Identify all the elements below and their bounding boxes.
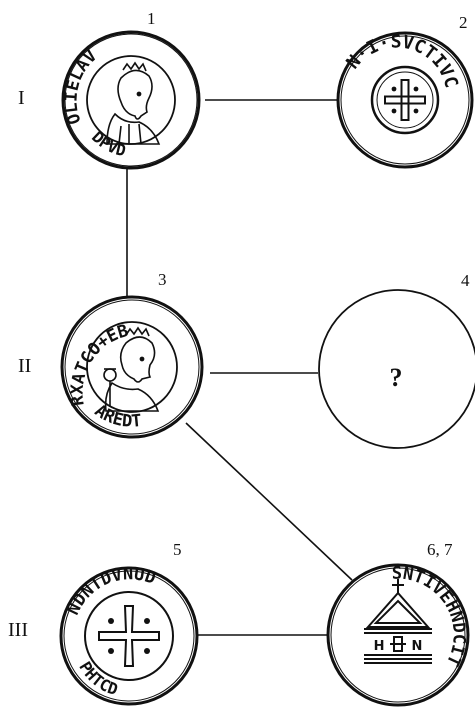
row-label-iii: III [8,620,28,640]
coin-4: ? [319,290,475,448]
coin-number-1: 1 [147,10,156,27]
unknown-mark: ? [390,363,403,392]
coin-2: N·I·SVCTIVC [338,31,472,167]
monogram-left: H [374,639,385,654]
coin-number-2: 2 [459,14,468,31]
connector-3-67 [186,423,352,580]
coin-number-4: 4 [461,272,470,289]
coin-number-6-7: 6, 7 [427,541,453,558]
coin-6-7: H N SNTIVEHNDCIT [328,564,469,705]
coin-3: RXATCO+EB AREDT [62,297,202,437]
coin-number-5: 5 [173,541,182,558]
row-label-i: I [18,88,25,108]
monogram-right: N [412,639,423,654]
coin-number-3: 3 [158,271,167,288]
row-label-ii: II [18,356,31,376]
coin-5: NDNTDVNUD PHTCD [61,564,197,704]
coin-1: OLIELAV DPVD [61,32,199,168]
